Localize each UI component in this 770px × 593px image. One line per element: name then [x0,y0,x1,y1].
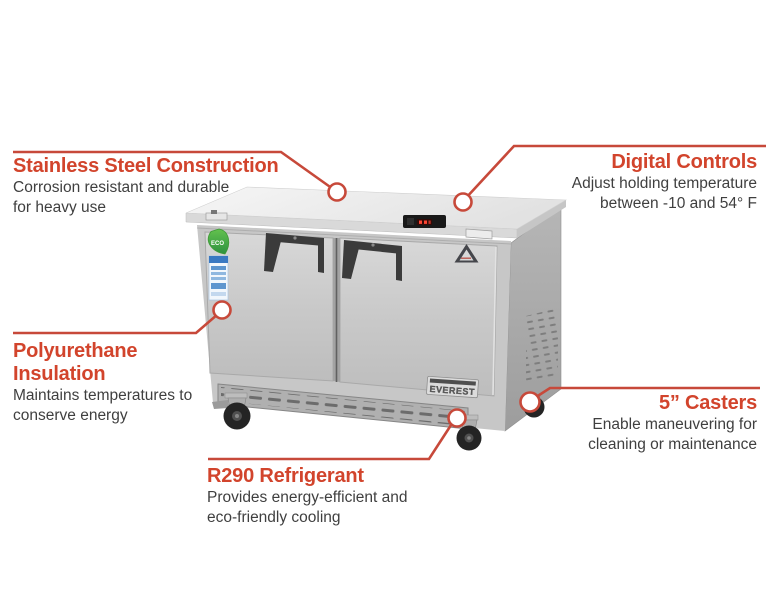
callout-line-digital [464,144,766,200]
callout-digital-title: Digital Controls [611,151,757,173]
callout-line-stainless [13,150,334,191]
callout-insulation-desc-line1: Maintains temperatures to [13,387,193,404]
callout-insulation-title-line1: Polyurethane [13,340,138,362]
callout-line-insulation [13,313,219,335]
caster-front-left [212,392,251,430]
brand-nameplate-text: EVEREST [429,384,475,397]
side-vent-louvers [526,308,558,384]
callout-stainless-desc-line1: Corrosion resistant and durable [13,179,230,196]
callout-marker-digital [453,192,473,212]
worktop-right-edge [517,200,566,238]
callout-casters-desc-line2: cleaning or maintenance [588,435,757,453]
callout-refrigerant-desc-line1: Provides energy-efficient and [207,489,408,506]
callout-lines [13,144,766,461]
callout-marker-insulation [212,300,232,320]
eco-badge-label: ECO [211,241,224,247]
right-door-edge-highlight [492,246,497,396]
callout-casters-desc-line1: Enable maneuvering for [592,416,757,433]
callout-stainless-desc-line2: for heavy use [13,198,107,216]
callout-marker-refrigerant [447,408,467,428]
caster-brake-lever [212,400,228,409]
callout-marker-stainless [327,182,347,202]
callout-marker-casters [519,391,541,413]
callout-digital: Digital Controls Adjust holding temperat… [572,151,757,213]
callout-insulation-desc-line2: conserve energy [13,406,128,424]
caster-front-right [456,414,482,451]
callout-insulation-title-line2: Insulation [13,363,106,385]
callout-line-refrigerant [208,421,455,461]
callout-insulation: Polyurethane Insulation Maintains temper… [13,340,192,425]
top-right-hinge [465,228,493,240]
eco-leaf-badge: ECO [207,228,230,255]
top-left-hinge [205,210,228,221]
energy-label-sticker [208,255,229,301]
right-door-handle [342,240,402,281]
callout-casters-title: 5” Casters [658,392,757,414]
callout-line-casters [532,386,760,401]
callout-digital-desc-line2: between -10 and 54° F [600,194,757,212]
brand-nameplate: EVEREST [426,375,479,399]
callout-markers [212,182,541,428]
brand-triangle-logo [454,244,479,263]
callout-digital-desc-line1: Adjust holding temperature [571,175,757,192]
callout-refrigerant-desc-line2: eco-friendly cooling [207,508,341,526]
callout-casters: 5” Casters Enable maneuvering for cleani… [588,392,757,454]
temperature-display [419,220,422,224]
left-door-handle [264,233,324,273]
top-rail-seam [196,227,512,245]
callout-refrigerant-title: R290 Refrigerant [207,465,364,487]
callout-stainless-title: Stainless Steel Construction [13,155,279,177]
digital-control-panel [403,215,446,228]
callout-stainless: Stainless Steel Construction Corrosion r… [13,155,279,217]
refrigerator: ECO EVEREST [185,186,568,451]
callout-refrigerant: R290 Refrigerant Provides energy-efficie… [207,465,407,527]
